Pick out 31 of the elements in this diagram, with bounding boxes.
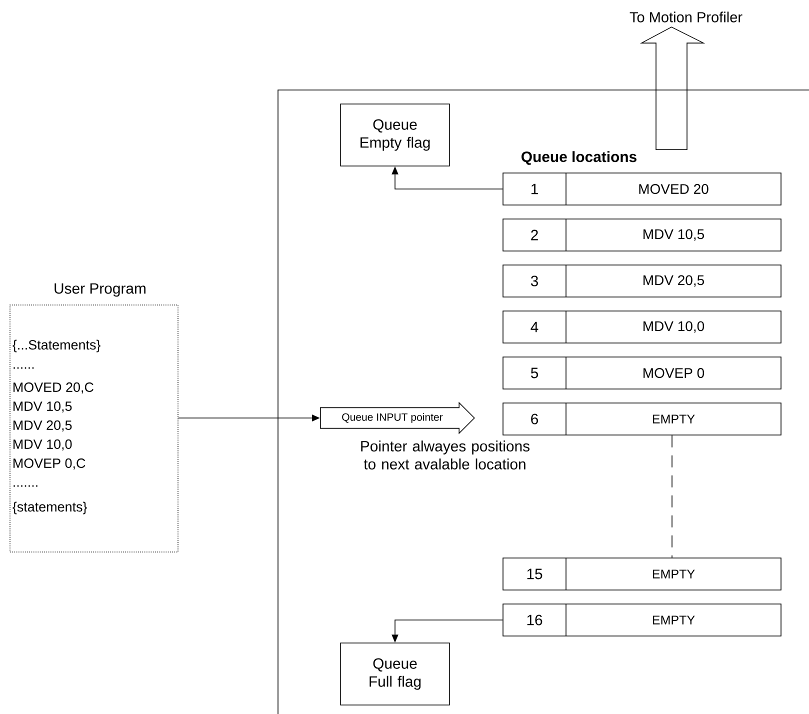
code-line: {...Statements}	[12, 340, 100, 352]
slot-number: 5	[530, 368, 538, 378]
slot-content: EMPTY	[652, 414, 695, 424]
slot-number: 16	[527, 614, 542, 626]
slot-content: MDV 10,5	[644, 229, 704, 241]
slot-content: MDV 10,0	[644, 321, 704, 333]
box-heading: User Program	[54, 283, 146, 297]
code-line: MOVED 20,C	[14, 382, 94, 394]
slot-content: EMPTY	[652, 570, 695, 578]
block-arrow	[640, 26, 706, 150]
flag-box: Queue Full flag	[340, 642, 450, 706]
code-line: MDV 10,5	[14, 401, 72, 413]
flag-box: Queue Empty flag	[340, 104, 450, 166]
slot-content: MOVED 20	[639, 184, 708, 194]
code-line: MDV 10,0	[14, 439, 72, 451]
slot-number: 15	[527, 568, 542, 580]
slot-content: MDV 20,5	[644, 275, 704, 287]
slot-number: 6	[531, 414, 538, 424]
code-line: MOVEP 0,C	[14, 458, 86, 470]
slot-number: 2	[531, 230, 538, 240]
destination-label: To Motion Profiler	[630, 12, 742, 22]
pointer-note: Pointer alwayes positions to next avalable location	[361, 440, 530, 470]
slot-content: MOVEP 0	[644, 368, 704, 378]
code-line: {statements}	[12, 502, 87, 514]
code-line: .......	[14, 485, 38, 487]
code-line: MDV 20,5	[14, 420, 72, 432]
slot-number: 3	[530, 276, 538, 286]
slot-number: 1	[531, 184, 538, 194]
slot-content: EMPTY	[652, 616, 695, 624]
code-line: ......	[14, 367, 34, 369]
slot-number: 4	[530, 322, 538, 332]
